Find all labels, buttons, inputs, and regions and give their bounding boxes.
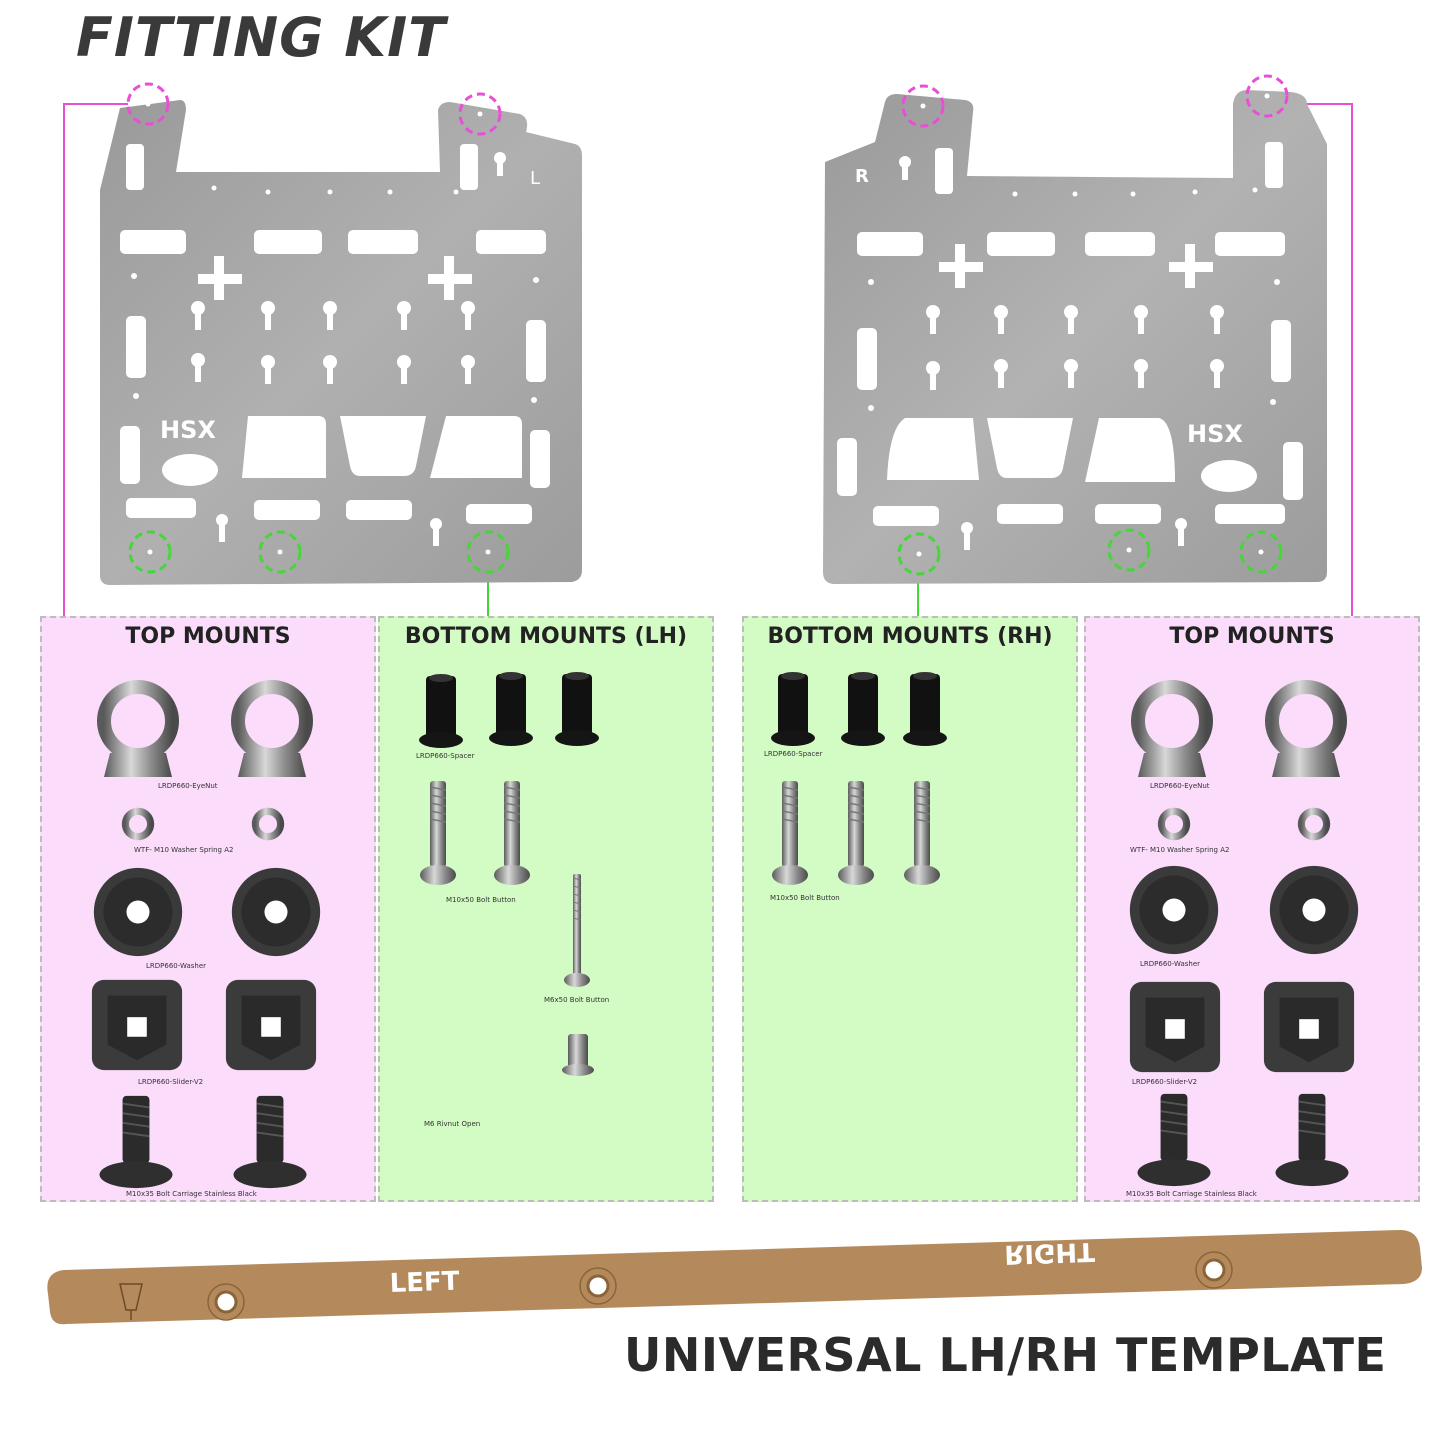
washer-caption: LRDP660-Washer: [1140, 960, 1201, 968]
bottom-mount-marker: [1107, 528, 1151, 572]
right-plate-image: HSX R: [823, 74, 1327, 584]
template-left-label: LEFT: [389, 1267, 460, 1299]
top-mount-marker: [901, 84, 945, 128]
slider-image: [1260, 972, 1358, 1082]
bottom-mounts-rh-panel: BOTTOM MOUNTS (RH) LRDP660-Spacer M10x50…: [742, 616, 1078, 1202]
panel-title: TOP MOUNTS: [125, 624, 291, 649]
left-plate-logo: HSX: [160, 416, 216, 444]
m6-bolt-caption: M6x50 Bolt Button: [544, 996, 610, 1004]
spacer-image: [486, 670, 536, 750]
rivnut-image: [558, 1030, 598, 1080]
m10-button-bolt-image: [418, 778, 458, 890]
eyenut-image: [1122, 676, 1222, 788]
spacer-image: [552, 670, 602, 750]
page-title: FITTING KIT: [76, 6, 447, 69]
top-mounts-panel-left: TOP MOUNTS LRDP660-EyeNut WTF- M10 Washe…: [40, 616, 376, 1202]
eyenut-image: [88, 676, 188, 788]
slider-image: [222, 970, 320, 1080]
panel-title: BOTTOM MOUNTS (LH): [404, 624, 688, 649]
m10-button-bolt-image: [902, 778, 942, 890]
spacer-image: [900, 670, 950, 750]
washer-image: [90, 864, 186, 960]
carriage-bolt-image: [1134, 1092, 1214, 1188]
right-plate-logo: HSX: [1187, 420, 1243, 448]
spring-washer-image: [250, 806, 286, 842]
top-mount-marker: [458, 92, 502, 136]
top-mounts-panel-right: TOP MOUNTS LRDP660-EyeNut WTF- M10 Washe…: [1084, 616, 1420, 1202]
eyenut-caption: LRDP660-EyeNut: [158, 782, 218, 790]
carriage-bolt-image: [230, 1094, 310, 1190]
m10-button-bolt-image: [836, 778, 876, 890]
eyenut-image: [1256, 676, 1356, 788]
bottom-mount-marker: [897, 532, 941, 576]
spacer-caption: LRDP660-Spacer: [416, 752, 475, 760]
bottom-mount-marker: [128, 530, 172, 574]
eyenut-caption: LRDP660-EyeNut: [1150, 782, 1210, 790]
slider-caption: LRDP660-Slider-V2: [138, 1078, 204, 1086]
template-right-label: RIGHT: [1004, 1236, 1096, 1269]
spacer-image: [416, 672, 466, 752]
m10-button-bolt-image: [770, 778, 810, 890]
spring-washer-image: [1296, 806, 1332, 842]
carriage-bolt-image: [1272, 1092, 1352, 1188]
spring-washer-caption: WTF- M10 Washer Spring A2: [134, 846, 234, 854]
washer-caption: LRDP660-Washer: [146, 962, 207, 970]
slider-image: [1126, 972, 1224, 1082]
slider-caption: LRDP660-Slider-V2: [1132, 1078, 1198, 1086]
bottom-mounts-lh-panel: BOTTOM MOUNTS (LH) LRDP660-Spacer M10x50…: [378, 616, 714, 1202]
carriage-bolt-image: [96, 1094, 176, 1190]
spacer-image: [768, 670, 818, 750]
spacer-image: [838, 670, 888, 750]
m10-bolt-caption: M10x50 Bolt Button: [446, 896, 516, 904]
bottom-mount-marker: [466, 530, 510, 574]
slider-image: [88, 970, 186, 1080]
m10-button-bolt-image: [492, 778, 532, 890]
top-mount-marker: [126, 82, 170, 126]
bottom-mount-marker: [1239, 530, 1283, 574]
m10-bolt-caption: M10x50 Bolt Button: [770, 894, 840, 902]
spacer-caption: LRDP660-Spacer: [764, 750, 823, 758]
carriage-bolt-caption: M10x35 Bolt Carriage Stainless Black: [126, 1190, 257, 1198]
template-title: UNIVERSAL LH/RH TEMPLATE: [624, 1328, 1387, 1382]
panel-title: TOP MOUNTS: [1169, 624, 1335, 649]
rivnut-caption: M6 Rivnut Open: [424, 1120, 481, 1128]
carriage-bolt-caption: M10x35 Bolt Carriage Stainless Black: [1126, 1190, 1257, 1198]
eyenut-image: [222, 676, 322, 788]
spring-washer-image: [1156, 806, 1192, 842]
spring-washer-image: [120, 806, 156, 842]
spring-washer-caption: WTF- M10 Washer Spring A2: [1130, 846, 1230, 854]
washer-image: [1266, 862, 1362, 958]
m6-button-bolt-image: [562, 872, 592, 992]
panel-title: BOTTOM MOUNTS (RH): [767, 624, 1053, 649]
right-plate-side-mark: R: [855, 166, 869, 187]
cardboard-template-image: LEFT RIGHT: [47, 1230, 1422, 1325]
bottom-mount-marker: [258, 530, 302, 574]
washer-image: [1126, 862, 1222, 958]
left-plate-side-mark: L: [530, 168, 540, 189]
left-plate-image: HSX L: [100, 82, 582, 585]
top-mount-marker: [1245, 74, 1289, 118]
washer-image: [228, 864, 324, 960]
